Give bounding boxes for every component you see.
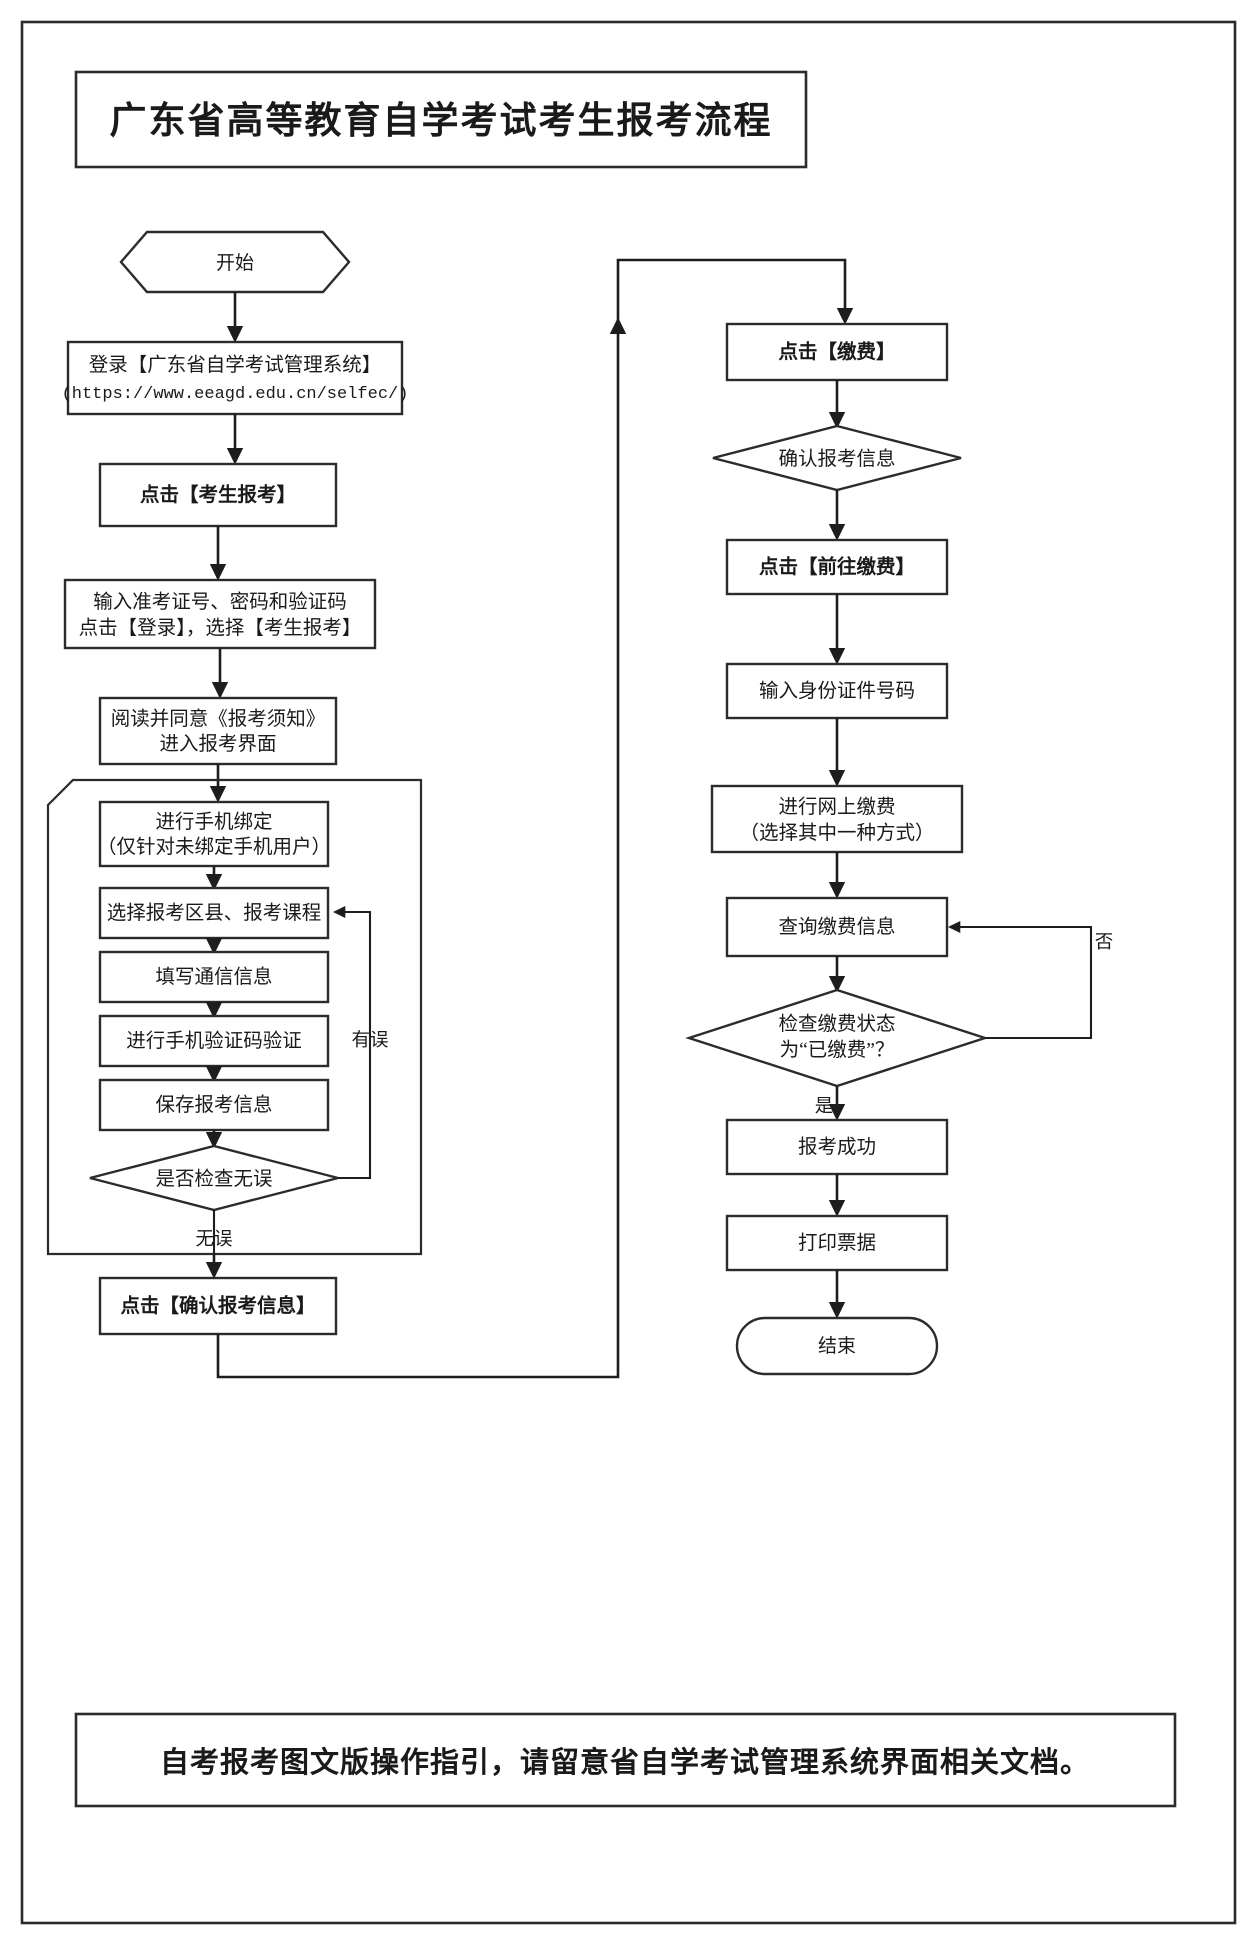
node-query-payment-info <box>725 896 949 958</box>
node-save-registration-info <box>98 1078 330 1132</box>
page-title: 广东省高等教育自学考试考生报考流程 <box>110 99 773 142</box>
registration-group-container <box>46 778 423 1256</box>
node-click-pay <box>725 322 949 382</box>
connector-up-over-to-pay <box>616 258 854 325</box>
query-payment-info-label: 查询缴费信息 <box>778 916 895 938</box>
edge-label-has-error: 有误 <box>351 1030 388 1051</box>
verify-sms-code-label: 进行手机验证码验证 <box>126 1030 302 1052</box>
node-registration-success <box>725 1118 949 1176</box>
node-enter-credentials <box>63 578 377 650</box>
node-verify-sms-code <box>98 1014 330 1068</box>
edge-label-no: 否 <box>1095 933 1114 953</box>
bind-phone-line2: （仅针对未绑定手机用户） <box>97 836 331 858</box>
confirm-registration-label: 点击【确认报考信息】 <box>120 1294 315 1317</box>
node-print-receipt <box>725 1214 949 1272</box>
click-pay-label: 点击【缴费】 <box>778 340 895 363</box>
fill-contact-info-label: 填写通信信息 <box>155 966 272 988</box>
footer-note: 自考报考图文版操作指引，请留意省自学考试管理系统界面相关文档。 <box>160 1745 1090 1779</box>
page-border <box>20 20 1237 1925</box>
payment-status-line1: 检查缴费状态 <box>778 1013 895 1035</box>
registration-success-label: 报考成功 <box>798 1136 876 1158</box>
edge-label-no-error: 无误 <box>195 1229 232 1250</box>
enter-id-number-label: 输入身份证件号码 <box>759 680 915 702</box>
decision-check-label: 是否检查无误 <box>155 1168 272 1190</box>
node-enter-id-number <box>725 662 949 720</box>
node-click-go-pay <box>725 538 949 596</box>
end-label: 结束 <box>818 1335 856 1357</box>
start-label: 开始 <box>216 252 254 274</box>
read-notice-line1: 阅读并同意《报考须知》 <box>111 708 326 730</box>
node-read-notice <box>98 696 338 766</box>
connector-left-to-right-column <box>216 317 627 1379</box>
edge-label-yes: 是 <box>815 1097 834 1117</box>
node-click-exam-registration <box>98 462 338 528</box>
footer-box <box>74 1712 1177 1808</box>
login-system-line1: 登录【广东省自学考试管理系统】 <box>89 354 382 376</box>
login-system-url: (https://www.eeagd.edu.cn/selfec/) <box>62 385 409 404</box>
title-box <box>74 70 808 169</box>
read-notice-line2: 进入报考界面 <box>159 733 276 755</box>
end-terminator <box>735 1316 939 1376</box>
node-bind-phone <box>98 800 330 868</box>
connector-no-loopback <box>947 920 1093 1040</box>
print-receipt-label: 打印票据 <box>798 1232 876 1254</box>
bind-phone-line1: 进行手机绑定 <box>155 811 272 833</box>
enter-credentials-line2: 点击【登录】，选择【考生报考】 <box>79 617 362 639</box>
confirm-info-label: 确认报考信息 <box>778 448 895 470</box>
online-payment-line2: （选择其中一种方式） <box>739 822 934 844</box>
payment-status-line2: 为“已缴费”？ <box>780 1039 895 1061</box>
start-terminator <box>119 230 351 294</box>
connector-error-loopback <box>332 905 372 1180</box>
enter-credentials-line1: 输入准考证号、密码和验证码 <box>93 591 347 613</box>
online-payment-line1: 进行网上缴费 <box>778 796 895 818</box>
select-district-course-label: 选择报考区县、报考课程 <box>107 902 322 924</box>
node-select-district-course <box>98 886 330 940</box>
click-go-pay-label: 点击【前往缴费】 <box>759 555 915 578</box>
click-exam-registration-label: 点击【考生报考】 <box>140 483 296 506</box>
node-online-payment <box>710 784 964 854</box>
save-registration-info-label: 保存报考信息 <box>155 1094 272 1116</box>
decision-payment-status <box>685 988 989 1088</box>
